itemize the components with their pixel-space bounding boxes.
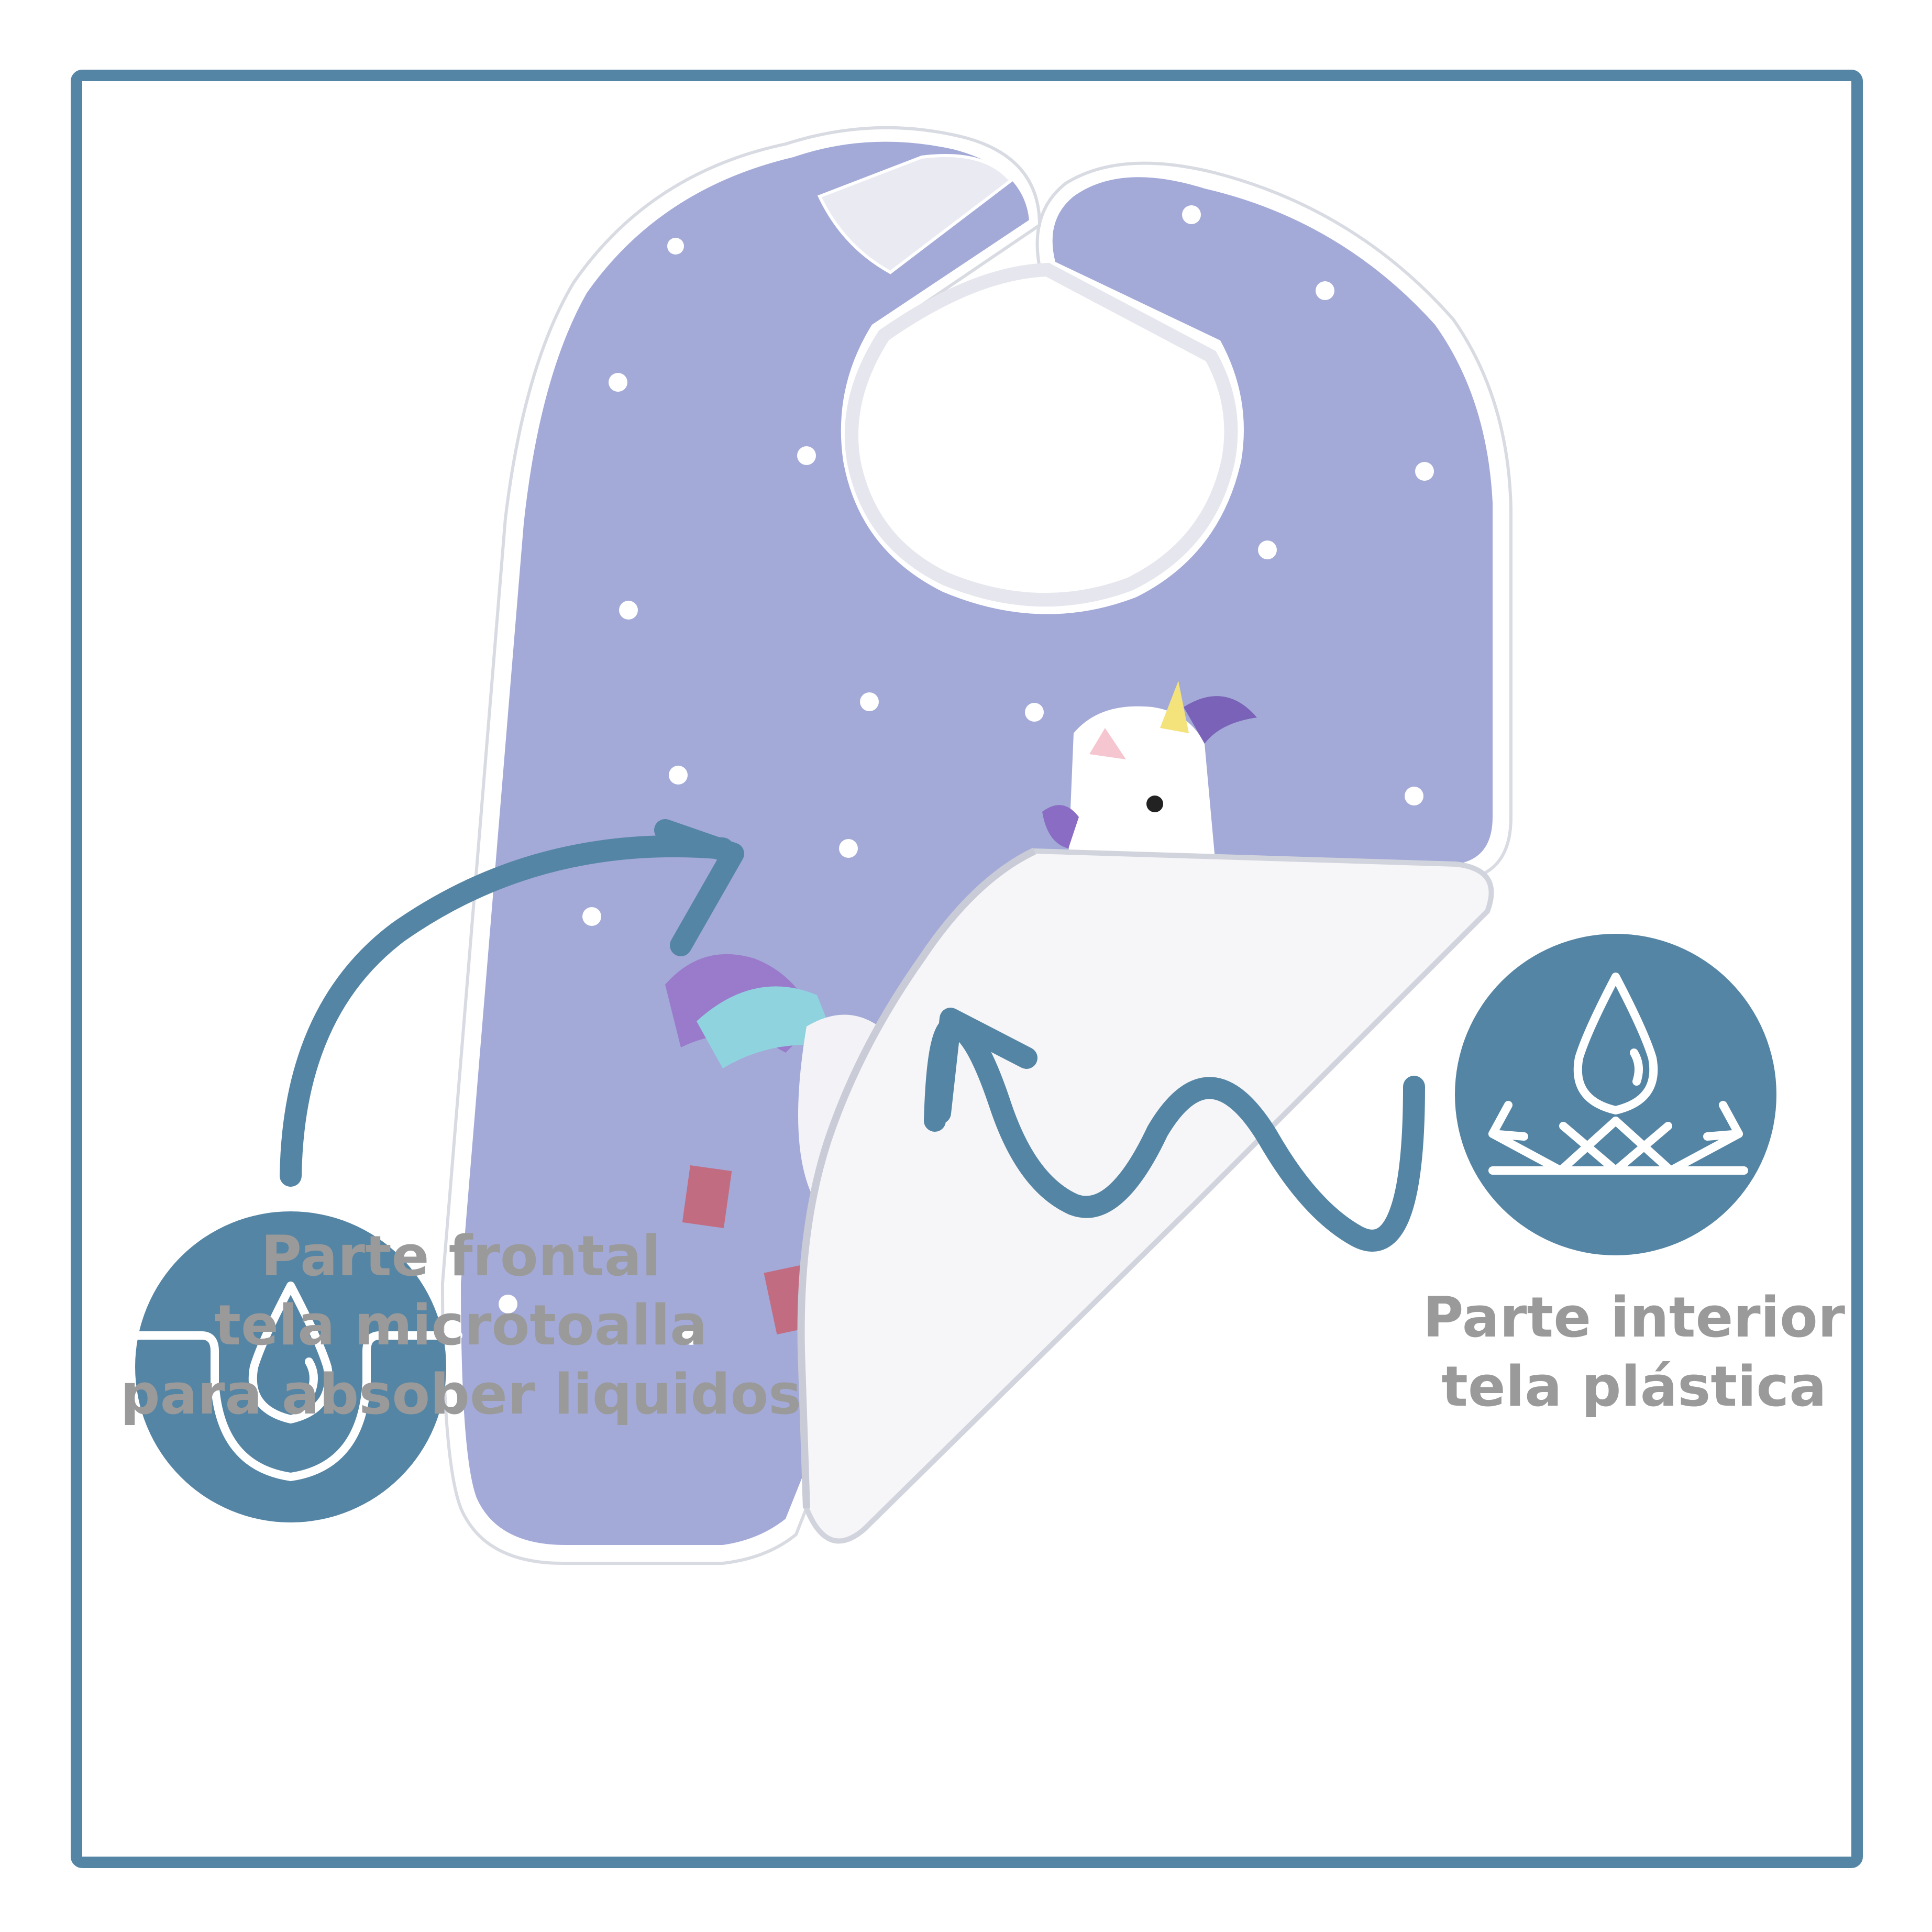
unicorn-head-illustration	[1042, 681, 1257, 859]
water-drop-absorb-icon	[119, 1282, 462, 1481]
arrow-head-inner	[929, 1008, 1037, 1124]
inner-badge-circle	[1455, 934, 1776, 1255]
lining-edge-shadow	[797, 847, 1036, 1509]
frame-border	[71, 70, 1863, 1868]
arrow-head-front	[654, 819, 744, 956]
arrow-to-front	[280, 835, 734, 1187]
bib-neck-opening	[844, 262, 1238, 607]
velcro-patch	[817, 154, 1013, 274]
inner-label: Parte interior tela plástica	[1372, 1283, 1896, 1421]
water-drop-repel-icon	[1488, 973, 1748, 1175]
inner-label-line-2: tela plástica	[1441, 1354, 1827, 1419]
inner-label-line-1: Parte interior	[1422, 1285, 1846, 1350]
polka-dots	[499, 205, 1434, 1345]
front-label: Parte frontal tela microtoalla para abso…	[84, 1222, 838, 1429]
front-badge-circle	[135, 1211, 446, 1522]
front-label-line-1: Parte frontal	[261, 1224, 661, 1288]
front-label-line-2: tela microtoalla	[214, 1293, 708, 1357]
front-label-line-3: para absober liquidos	[120, 1362, 802, 1427]
